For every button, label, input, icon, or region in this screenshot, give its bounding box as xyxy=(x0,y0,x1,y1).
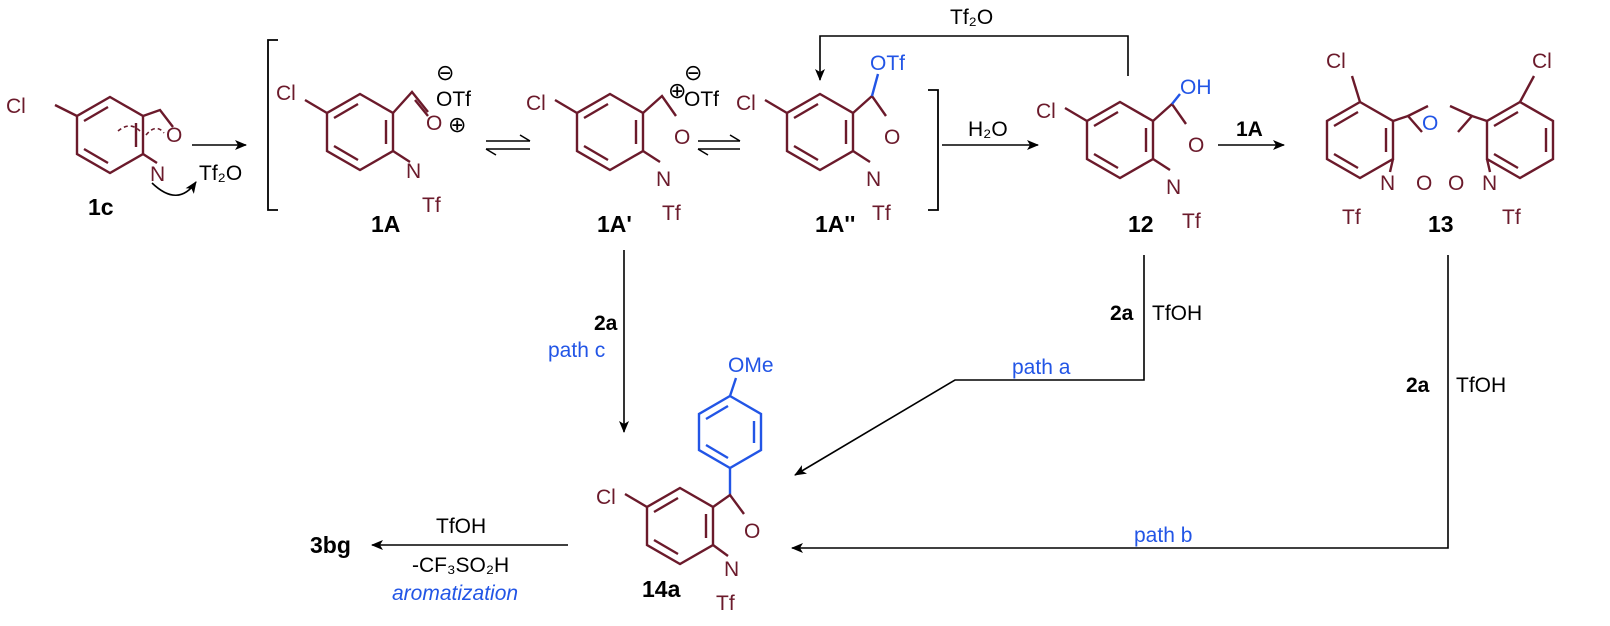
atom-label: Cl xyxy=(1532,50,1552,73)
reagent-1A: 1A xyxy=(1236,118,1263,141)
compound-13: Cl N O Tf O Cl O N Tf xyxy=(1325,50,1555,229)
compound-label-1A: 1A xyxy=(371,211,400,237)
counterion: OTf xyxy=(436,88,471,111)
reagent-2a-path-b: 2a xyxy=(1406,374,1430,397)
label-aromatization: aromatization xyxy=(392,582,518,605)
counterion: OTf xyxy=(684,88,719,111)
compound-label-1A-prime: 1A' xyxy=(597,211,632,237)
reagent-tf2o: Tf₂O xyxy=(199,162,242,185)
atom-label: Tf xyxy=(1182,210,1201,233)
equilibrium-arrow xyxy=(485,134,531,156)
atom-label: Cl xyxy=(276,82,296,105)
atom-label: OH xyxy=(1180,76,1212,99)
atom-label: Tf xyxy=(716,592,735,615)
arrow-12-to-1A-double-prime xyxy=(815,35,1129,81)
compound-label-3bg: 3bg xyxy=(310,532,351,558)
compound-label-1A-double-prime: 1A'' xyxy=(815,211,855,237)
atom-label: O xyxy=(884,126,900,149)
compound-label-1c: 1c xyxy=(88,194,114,220)
reagent-2a-path-a: 2a xyxy=(1110,302,1134,325)
charge-minus: ⊖ xyxy=(684,60,702,85)
reagent-tfoh-final: TfOH xyxy=(436,515,486,538)
compound-1A: Cl O ⊕ N Tf ⊖ OTf xyxy=(276,60,471,217)
compound-14a: OMe Cl O N Tf xyxy=(596,354,774,615)
atom-label: Tf xyxy=(422,194,441,217)
atom-label: Tf xyxy=(872,202,891,225)
atom-label: OMe xyxy=(728,354,774,377)
equilibrium-arrow xyxy=(697,134,741,156)
atom-label: Cl xyxy=(1326,50,1346,73)
charge-plus: ⊕ xyxy=(668,78,686,103)
atom-label: OTf xyxy=(870,52,905,75)
atom-label: N xyxy=(1380,172,1395,195)
charge-plus: ⊕ xyxy=(448,112,466,137)
arrow-path-b xyxy=(791,255,1449,553)
atom-label: N xyxy=(656,168,671,191)
atom-label: Cl xyxy=(596,486,616,509)
compound-label-13: 13 xyxy=(1428,211,1454,237)
label-path-a: path a xyxy=(1012,356,1071,379)
atom-label: N xyxy=(1166,176,1181,199)
atom-label: Cl xyxy=(1036,100,1056,123)
compound-1A-prime: Cl ⊕ O N Tf ⊖ OTf xyxy=(526,60,719,225)
atom-label: O xyxy=(674,126,690,149)
atom-label: O xyxy=(744,520,760,543)
atom-label: O xyxy=(1188,134,1204,157)
atom-label: N xyxy=(1482,172,1497,195)
atom-label: Cl xyxy=(6,95,26,118)
reagent-tfoh-path-a: TfOH xyxy=(1152,302,1202,325)
reagent-tfoh-path-b: TfOH xyxy=(1456,374,1506,397)
label-path-b: path b xyxy=(1134,524,1192,547)
reagent-tf2o-top: Tf₂O xyxy=(950,6,993,29)
curved-arrow-1c xyxy=(151,181,197,197)
atom-label: O xyxy=(426,112,442,135)
compound-1A-double-prime: Cl OTf O N Tf xyxy=(736,52,905,225)
compound-label-12: 12 xyxy=(1128,211,1154,237)
bracket-left xyxy=(267,39,278,211)
reagent-cf3so2h: -CF₃SO₂H xyxy=(412,554,509,577)
atom-label: O xyxy=(166,124,182,147)
bracket-right xyxy=(928,89,939,211)
atom-label: Cl xyxy=(736,92,756,115)
arrow-path-a xyxy=(794,255,1145,476)
atom-label: Tf xyxy=(1342,206,1361,229)
compound-label-14a: 14a xyxy=(642,576,681,602)
atom-label: Tf xyxy=(662,202,681,225)
atom-label: Tf xyxy=(1502,206,1521,229)
atom-label: Cl xyxy=(526,92,546,115)
reagent-h2o: H₂O xyxy=(968,118,1008,141)
compound-12: Cl OH O N Tf xyxy=(1036,76,1212,233)
label-path-c: path c xyxy=(548,339,605,362)
reagent-2a-path-c: 2a xyxy=(594,312,618,335)
atom-label: N xyxy=(866,168,881,191)
atom-label: O xyxy=(1422,112,1438,135)
atom-label: N xyxy=(406,160,421,183)
atom-label: O xyxy=(1448,172,1464,195)
atom-label: N xyxy=(724,558,739,581)
charge-minus: ⊖ xyxy=(436,60,454,85)
atom-label: N xyxy=(150,163,165,186)
atom-label: O xyxy=(1416,172,1432,195)
compound-1c: Cl O N xyxy=(6,95,182,186)
